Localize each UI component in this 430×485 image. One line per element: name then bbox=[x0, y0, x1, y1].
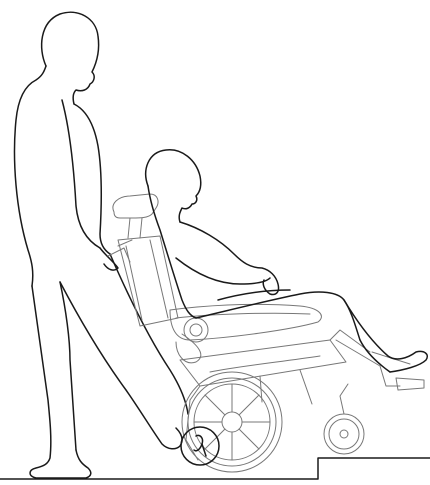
front-caster bbox=[324, 384, 364, 454]
tipping-lever-callout bbox=[181, 427, 219, 465]
rear-wheel bbox=[182, 372, 282, 472]
wheelchair bbox=[108, 194, 424, 472]
